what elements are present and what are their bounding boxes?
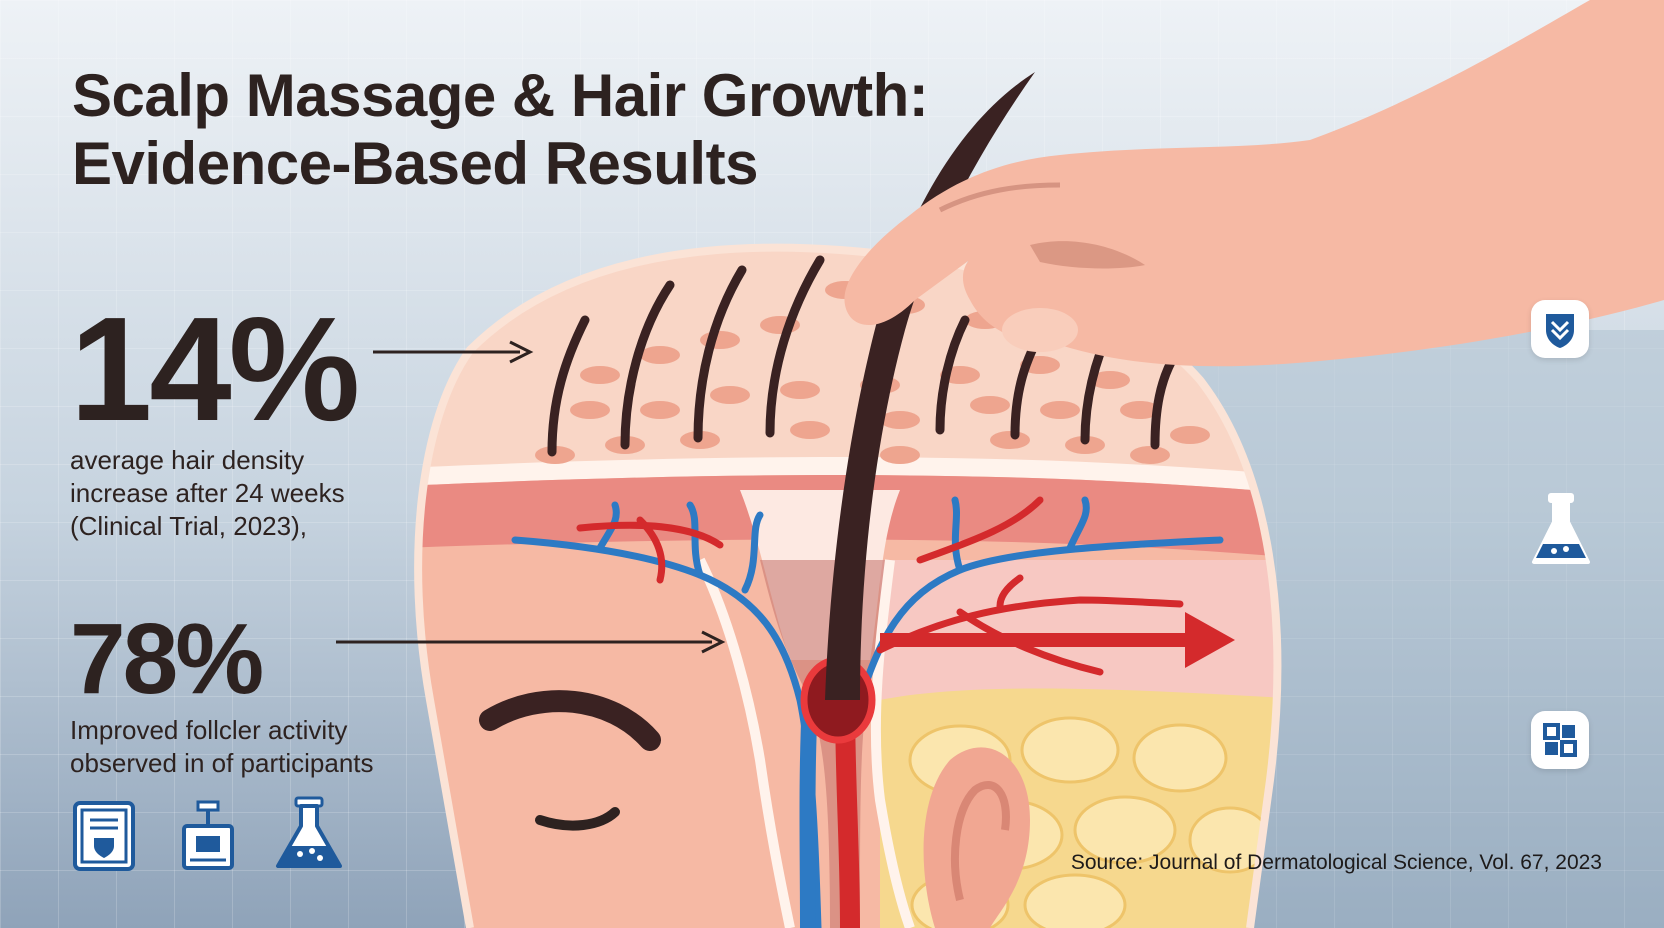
lab-equipment-icon	[180, 800, 236, 872]
eyebrow	[479, 690, 661, 751]
stat-description: Improved follcler activity observed in o…	[70, 715, 374, 778]
blood-flow-arrow-head	[1185, 612, 1235, 668]
head-outline	[414, 243, 1282, 928]
follicle-outline-left	[695, 557, 795, 928]
massaging-hand	[844, 0, 1664, 367]
stat-value: 14%	[70, 287, 360, 452]
journal-icon	[72, 800, 136, 872]
artery-network	[576, 496, 1184, 676]
skin-pores	[535, 281, 1210, 464]
flask-icon	[274, 796, 344, 872]
stat-follicle-activity: 78% Improved follcler activity observed …	[70, 608, 374, 780]
source-citation: Source: Journal of Dermatological Scienc…	[1070, 851, 1602, 874]
title-line-1: Scalp Massage & Hair Growth:	[72, 62, 929, 129]
long-hair-strand	[825, 72, 1035, 700]
page-title: Scalp Massage & Hair Growth: Evidence-Ba…	[72, 62, 929, 198]
ear-fold	[951, 781, 1010, 901]
stat-description: average hair density increase after 24 w…	[70, 445, 345, 541]
arrow-to-scalp	[373, 340, 534, 364]
main-vein	[799, 699, 818, 928]
stat-hair-density: 14% average hair density increase after …	[70, 287, 360, 543]
closed-eye	[535, 807, 620, 831]
shield-badge-icon	[1531, 300, 1589, 358]
stat-value: 78%	[70, 603, 264, 715]
grid-badge-icon	[1531, 711, 1589, 769]
flask-badge-icon	[1530, 492, 1590, 564]
arrow-to-follicle	[336, 630, 726, 654]
layer-separator	[418, 457, 1278, 496]
follicle-outline-right	[870, 559, 915, 928]
title-line-2: Evidence-Based Results	[72, 130, 758, 197]
